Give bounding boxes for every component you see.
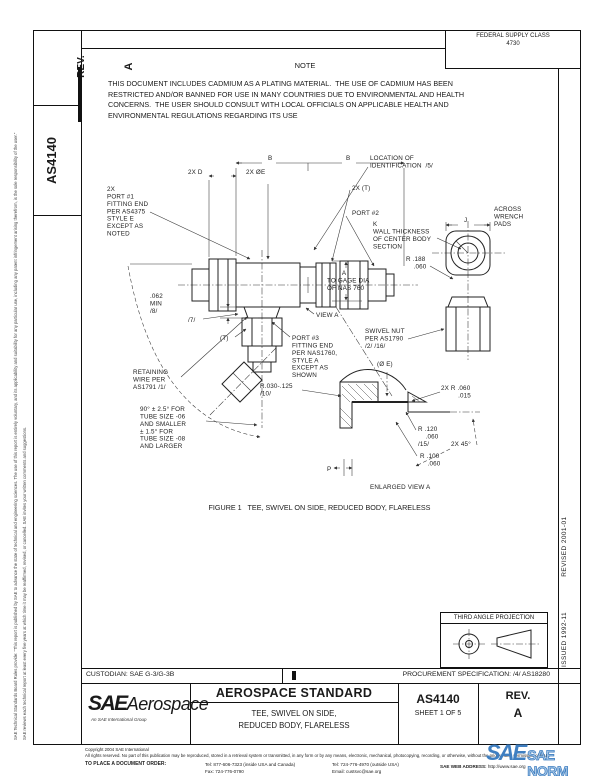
footer-rev-label: REV. bbox=[505, 690, 531, 702]
procurement-specification: PROCUREMENT SPECIFICATION: /4/ AS18280 bbox=[402, 671, 550, 678]
dim-r188: R .188 .060 bbox=[406, 256, 427, 270]
standard-type: AEROSPACE STANDARD bbox=[215, 686, 373, 700]
federal-supply-class-box: FEDERAL SUPPLY CLASS 4730 bbox=[445, 33, 581, 47]
third-angle-projection-label: THIRD ANGLE PROJECTION bbox=[441, 613, 547, 624]
title-block-v3 bbox=[478, 683, 479, 745]
dim-r030: R.030-.125/10/ bbox=[260, 383, 293, 397]
frame-line-left-inner bbox=[81, 30, 82, 745]
custodian: CUSTODIAN: SAE G-3/G-3B bbox=[86, 671, 175, 678]
enlarged-view bbox=[339, 369, 450, 429]
frame-line-right-inner bbox=[558, 68, 559, 745]
title-block-v2 bbox=[398, 683, 399, 745]
centerlines bbox=[178, 221, 506, 428]
web-address-label: SAE WEB ADDRESS: bbox=[440, 764, 487, 769]
rev-cell-divider bbox=[33, 105, 81, 106]
title-block-top bbox=[81, 683, 581, 684]
dim-b1: B bbox=[268, 155, 272, 162]
change-bar bbox=[78, 67, 82, 122]
tel-outside: Tel: 724-776-4970 (outside USA) bbox=[332, 762, 399, 767]
fsc-box-left bbox=[445, 30, 446, 68]
note-title: NOTE bbox=[294, 61, 316, 70]
label-2xt: 2X (T) bbox=[352, 185, 370, 192]
logo-tagline: An SAE International Group bbox=[91, 717, 147, 722]
title-block-v1 bbox=[190, 683, 191, 745]
sheet-number: SHEET 1 OF 5 bbox=[414, 710, 462, 717]
enlarged-view-caption: ENLARGED VIEW A bbox=[370, 484, 431, 491]
document-number: AS4140 bbox=[416, 692, 460, 706]
title-block-h1 bbox=[190, 702, 398, 703]
header-line bbox=[81, 48, 445, 49]
ref-t: (T) bbox=[220, 335, 229, 342]
copyright-line: Copyright 2004 SAE International bbox=[85, 747, 149, 752]
note-paragraph: THIS DOCUMENT INCLUDES CADMIUM AS A PLAT… bbox=[108, 79, 465, 120]
docnum-cell-divider bbox=[33, 215, 81, 216]
issued-revised-vertical: ISSUED 1992-11 REVISED 2001-01 bbox=[561, 516, 568, 667]
dim-2xr060: 2X R .060 .015 bbox=[441, 385, 471, 399]
dimension-lines bbox=[208, 161, 491, 476]
ref-7: /7/ bbox=[188, 317, 196, 324]
dim-r100: R .100 .060 bbox=[420, 453, 441, 467]
watermark-sae: SAE bbox=[486, 740, 527, 765]
web-address-url: http://www.sae.org bbox=[487, 764, 526, 769]
rights-line: All rights reserved. No part of this pub… bbox=[85, 752, 550, 758]
fax-number: Fax: 724-776-0790 bbox=[205, 769, 244, 774]
dim-p: P bbox=[327, 466, 331, 473]
left-margin-disclaimer-2: SAE reviews each technical report at lea… bbox=[22, 426, 27, 740]
document-title-line1: TEE, SWIVEL ON SIDE, bbox=[251, 709, 337, 718]
footer-rev-value: A bbox=[513, 706, 523, 720]
footer-row-top bbox=[81, 668, 581, 669]
leader-lines bbox=[149, 166, 478, 467]
third-angle-symbol bbox=[453, 629, 539, 659]
technical-drawing: B B 2X D 2X ØE LOCATION OFIDENTIFICATION… bbox=[107, 155, 524, 491]
doc-number-vertical: AS4140 bbox=[44, 137, 59, 184]
label-view-a: VIEW A bbox=[316, 312, 339, 319]
sae-aerospace-logo: SAEAerospace An SAE International Group bbox=[88, 692, 209, 722]
tel-inside: Tel: 877-606-7323 (inside USA and Canada… bbox=[205, 762, 296, 767]
dim-j: J bbox=[464, 217, 467, 224]
drawing-frame bbox=[33, 30, 581, 745]
dim-2xd: 2X D bbox=[188, 169, 203, 176]
fsc-value: 4730 bbox=[506, 41, 520, 47]
change-bar-footer bbox=[292, 671, 296, 680]
fsc-label: FEDERAL SUPPLY CLASS bbox=[476, 33, 550, 39]
document-title: TEE, SWIVEL ON SIDE, REDUCED BODY, FLARE… bbox=[190, 708, 398, 732]
left-margin-disclaimer-1: SAE Technical Standards Board Rules prov… bbox=[13, 132, 18, 740]
dim-chamfer: 2X 45° bbox=[451, 440, 471, 448]
email-address: Email: custsvc@sae.org bbox=[332, 769, 382, 774]
figure-caption: FIGURE 1 TEE, SWIVEL ON SIDE, REDUCED BO… bbox=[208, 503, 431, 512]
fsc-box-bottom bbox=[445, 68, 581, 69]
label-port2: PORT #2 bbox=[352, 210, 379, 217]
dim-b2: B bbox=[346, 155, 350, 162]
footer-row-divider bbox=[282, 668, 283, 683]
web-address: SAE WEB ADDRESS: http://www.sae.org bbox=[440, 764, 526, 769]
logo-sae: SAE bbox=[88, 692, 128, 715]
logo-aerospace: Aerospace bbox=[126, 694, 209, 714]
order-label: TO PLACE A DOCUMENT ORDER: bbox=[85, 761, 167, 767]
dim-2xoe: 2X ØE bbox=[246, 169, 265, 176]
document-title-line2: REDUCED BODY, FLARELESS bbox=[238, 721, 350, 730]
watermark-norm: SAE NORM bbox=[527, 747, 569, 776]
ref-oe: (Ø E) bbox=[377, 361, 393, 368]
end-view bbox=[445, 230, 491, 352]
side-view bbox=[127, 258, 395, 439]
dim-r120: R .120 .060/15/ bbox=[418, 426, 439, 448]
third-angle-projection-box: THIRD ANGLE PROJECTION bbox=[440, 612, 548, 668]
sae-norm-watermark: SAE SAE NORM INTERNATIONAL bbox=[486, 740, 598, 776]
